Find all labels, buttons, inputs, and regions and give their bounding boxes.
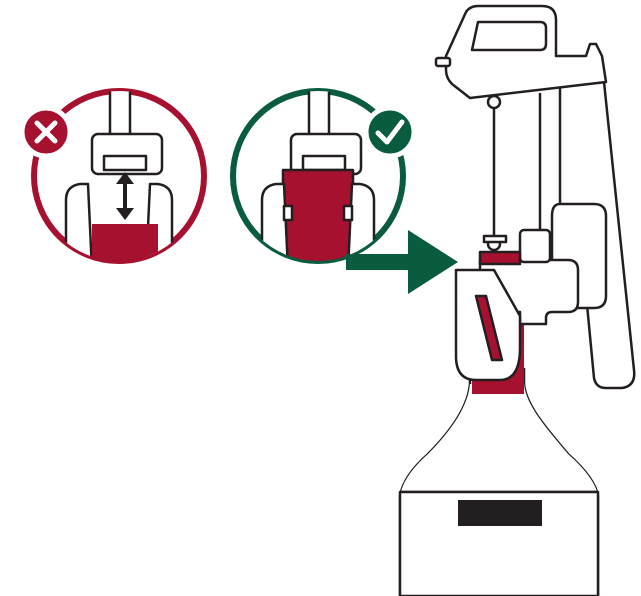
device-head — [444, 4, 608, 100]
device-head-window — [470, 20, 548, 52]
wine-preserver-device — [434, 4, 636, 390]
device-clamp-button — [518, 228, 552, 264]
correct-nut — [301, 154, 347, 172]
correct-needle-guide — [307, 91, 331, 140]
incorrect-needle-guide — [108, 91, 132, 140]
correct-capsule — [281, 168, 355, 261]
incorrect-capsule — [92, 224, 158, 261]
cross-icon — [19, 105, 73, 159]
device-collar-ring — [482, 234, 508, 244]
incorrect-panel — [19, 88, 207, 264]
double-arrow-icon — [116, 172, 134, 220]
correct-jaw-right — [342, 204, 354, 222]
arrow-right-icon — [346, 230, 458, 294]
bottle-label-band — [458, 500, 542, 526]
device-top-pin — [434, 56, 452, 68]
incorrect-nut — [102, 154, 148, 172]
device-clamp-slot — [474, 294, 504, 362]
device-collar — [478, 250, 522, 266]
correct-jaw-left — [282, 204, 294, 222]
correct-panel — [230, 88, 417, 264]
checkmark-icon — [363, 105, 417, 159]
bottle-shoulder-fill — [400, 384, 598, 496]
device-needle-cap — [486, 94, 502, 110]
